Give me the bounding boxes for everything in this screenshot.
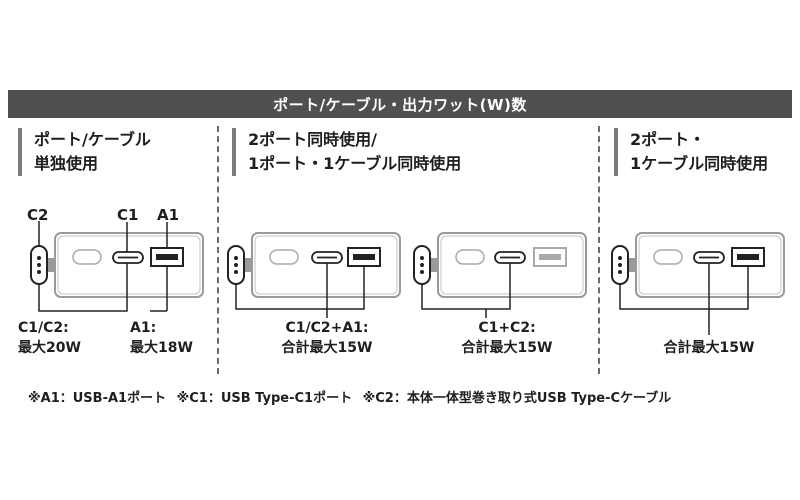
output-combo-c-a-line2: 合計最大15W xyxy=(281,340,373,356)
output-combo-c1-c2-line1: C1+C2: xyxy=(478,320,536,336)
section-title-triple-line2: 1ケーブル同時使用 xyxy=(630,154,769,173)
output-all-three: 合計最大15W xyxy=(639,338,779,358)
device-all-three xyxy=(611,232,785,335)
output-single-a-line2: 最大18W xyxy=(130,340,193,356)
output-single-c: C1/C2: 最大20W xyxy=(18,318,81,358)
port-label-c1: C1 xyxy=(117,206,139,224)
port-label-c2: C2 xyxy=(27,206,49,224)
footnote-c1: ※C1：USB Type-C1ポート xyxy=(176,391,353,406)
output-single-c-line1: C1/C2: xyxy=(18,320,69,336)
divider-right xyxy=(598,126,600,374)
section-title-single-line1: ポート/ケーブル xyxy=(34,130,151,149)
footnote-c2: ※C2：本体一体型巻き取り式USB Type-Cケーブル xyxy=(362,391,672,406)
output-single-a-line1: A1: xyxy=(130,320,157,336)
banner-title: ポート/ケーブル・出力ワット(W)数 xyxy=(273,95,527,114)
divider-left xyxy=(217,126,219,374)
section-title-dual-line2: 1ポート・1ケーブル同時使用 xyxy=(248,154,462,173)
port-label-a1: A1 xyxy=(157,206,180,224)
footnote-a1: ※A1：USB-A1ポート xyxy=(28,391,167,406)
output-combo-c-a-line1: C1/C2+A1: xyxy=(285,320,369,336)
section-title-single: ポート/ケーブル 単独使用 xyxy=(18,128,151,176)
section-title-dual-line1: 2ポート同時使用/ xyxy=(248,130,377,149)
device-combo-c1-c2 xyxy=(413,232,587,318)
device-combo-c-a xyxy=(227,232,401,318)
output-single-c-line2: 最大20W xyxy=(18,340,81,356)
output-combo-c1-c2: C1+C2: 合計最大15W xyxy=(437,318,577,358)
output-combo-c1-c2-line2: 合計最大15W xyxy=(461,340,553,356)
section-title-triple-line1: 2ポート・ xyxy=(630,130,706,149)
section-title-triple: 2ポート・ 1ケーブル同時使用 xyxy=(614,128,768,176)
title-banner: ポート/ケーブル・出力ワット(W)数 xyxy=(8,90,792,118)
output-all-three-line1: 合計最大15W xyxy=(663,340,755,356)
device-single xyxy=(30,221,204,312)
footnotes: ※A1：USB-A1ポート ※C1：USB Type-C1ポート ※C2：本体一… xyxy=(28,387,677,406)
output-single-a: A1: 最大18W xyxy=(130,318,193,358)
section-title-single-line2: 単独使用 xyxy=(34,154,99,173)
output-combo-c-a: C1/C2+A1: 合計最大15W xyxy=(257,318,397,358)
section-title-dual: 2ポート同時使用/ 1ポート・1ケーブル同時使用 xyxy=(232,128,461,176)
